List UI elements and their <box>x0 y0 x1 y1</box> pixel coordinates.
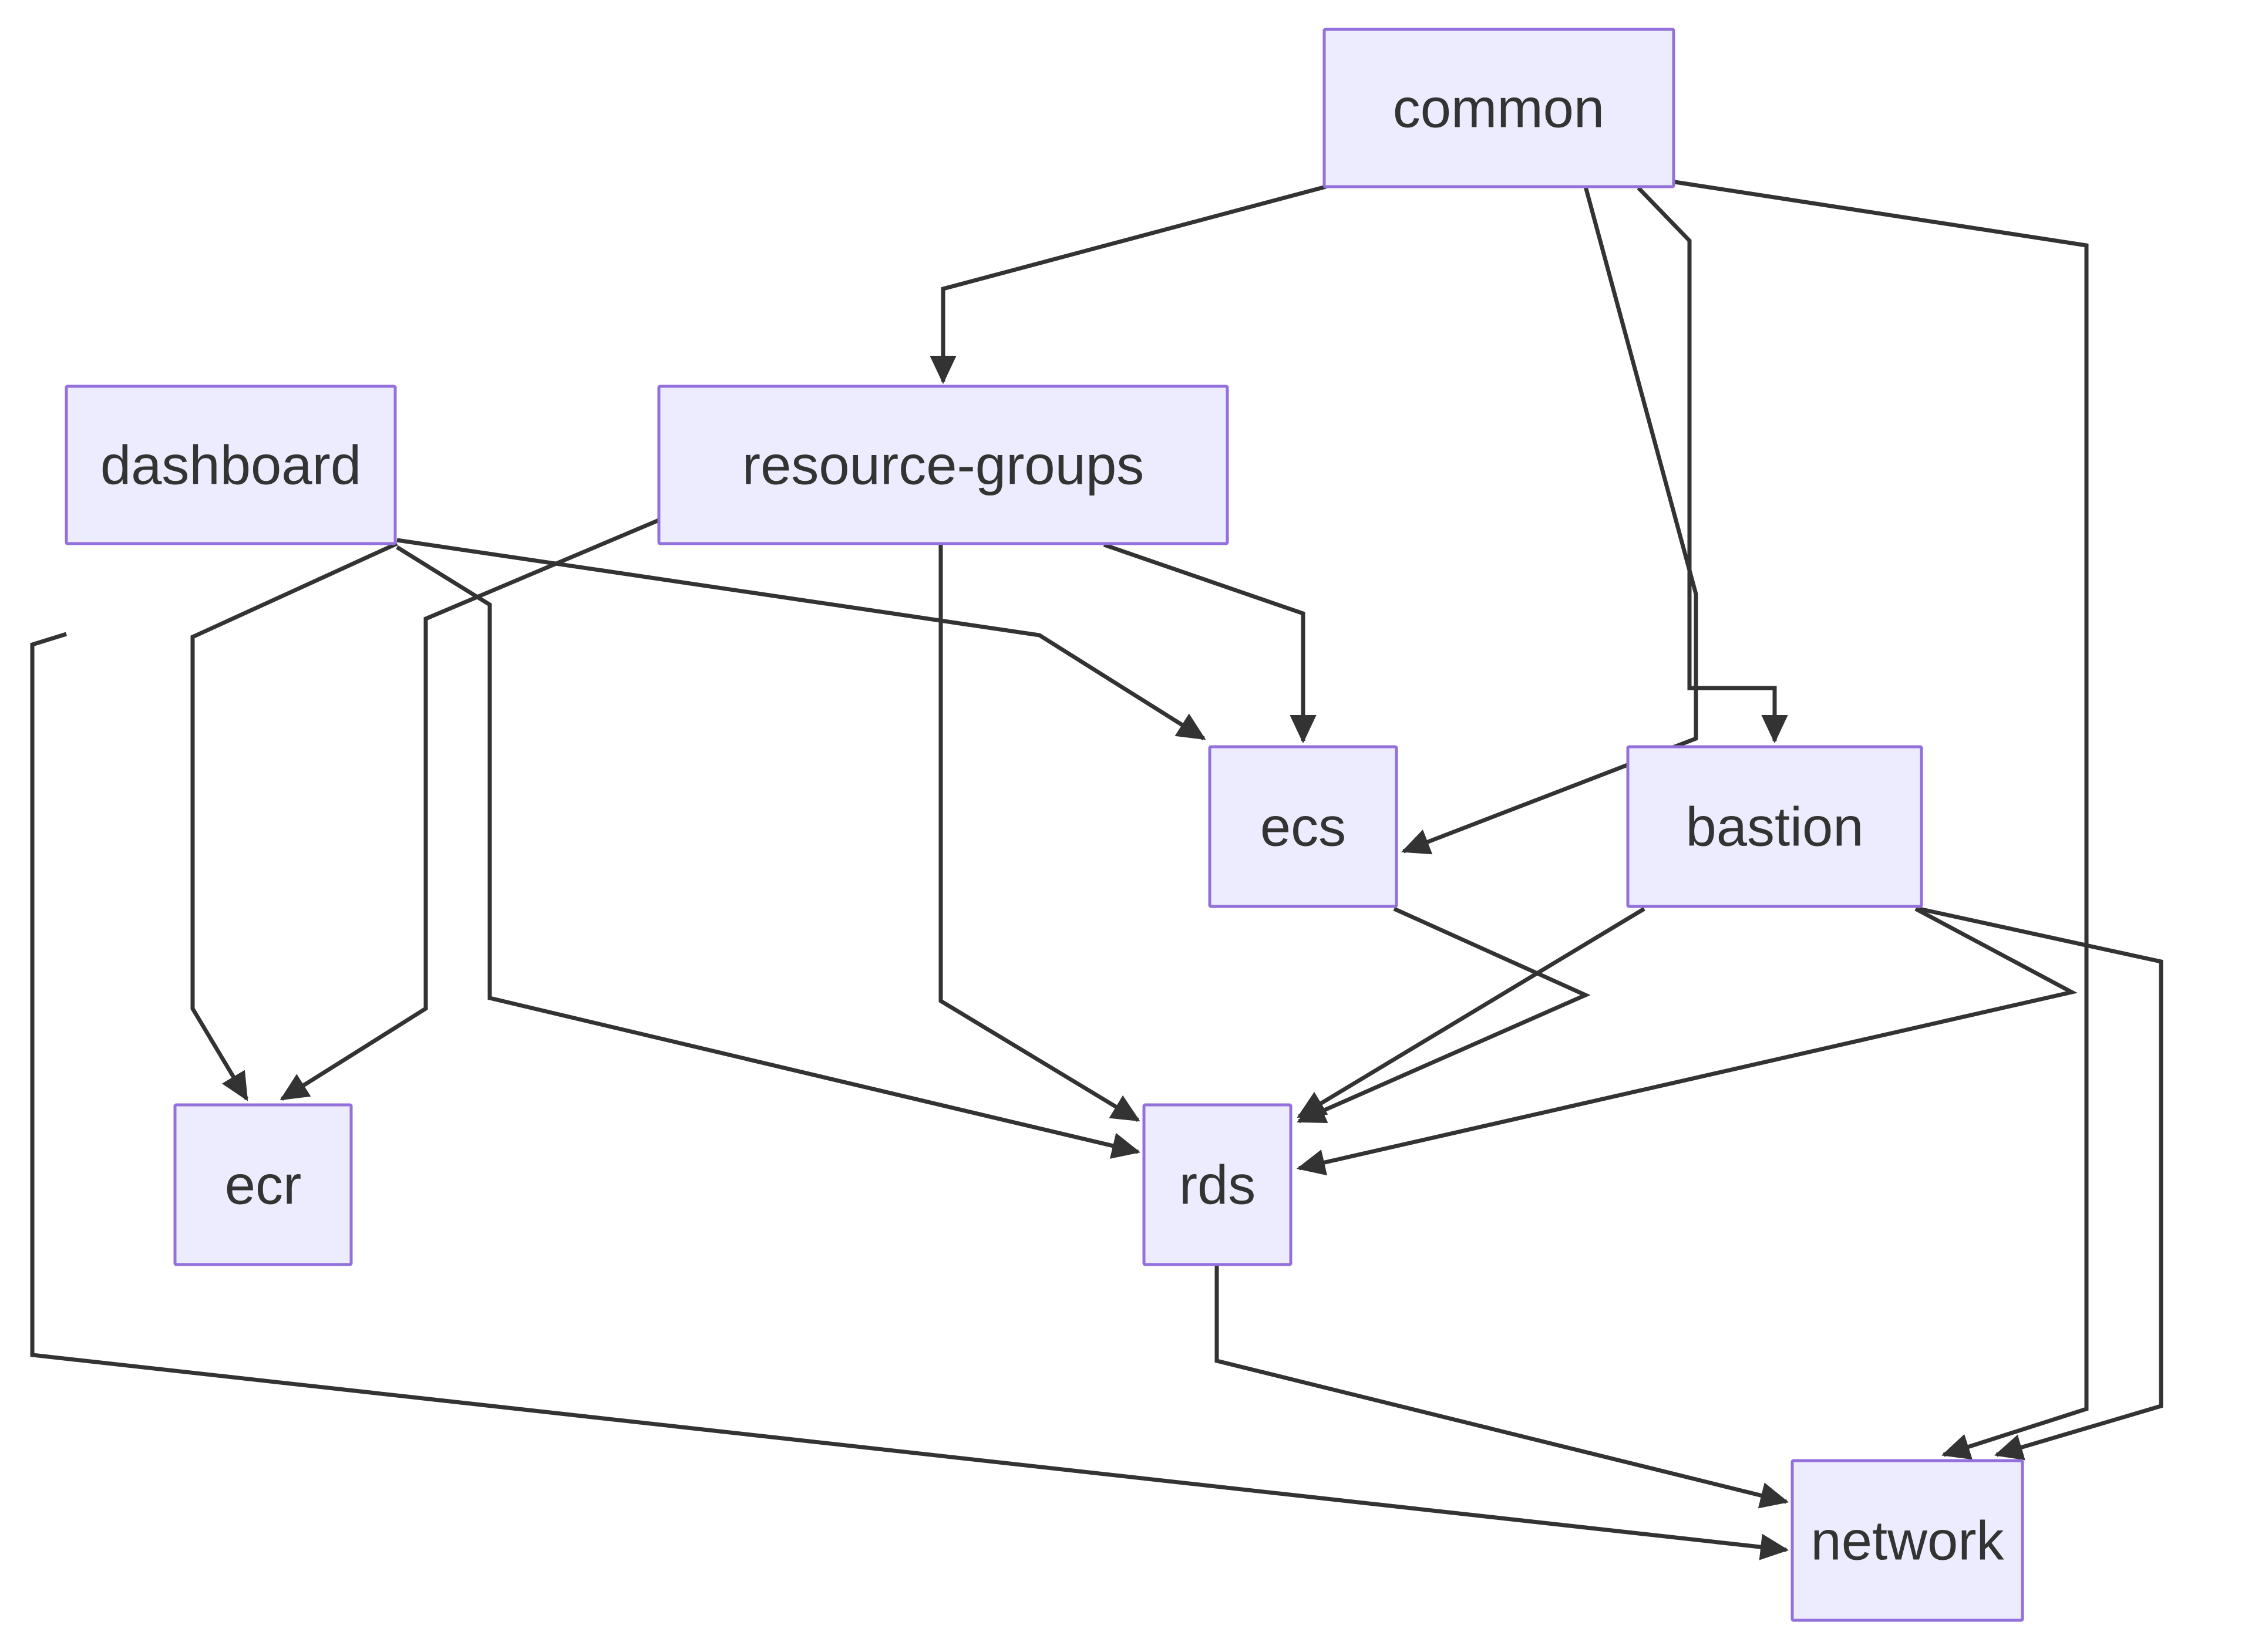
edge-layer <box>30 180 2163 1560</box>
node-ecr[interactable]: ecr <box>173 1103 353 1266</box>
edge-dashboard-to-ecs[interactable] <box>396 538 1206 740</box>
edge-common-to-resource-groups[interactable] <box>930 184 1327 385</box>
node-dashboard-box[interactable] <box>65 385 397 545</box>
edge-rds-to-network[interactable] <box>1214 1266 1789 1509</box>
node-bastion[interactable]: bastion <box>1626 745 1923 908</box>
node-network-box[interactable] <box>1790 1459 2024 1622</box>
edge-ecs-to-rds[interactable] <box>1297 906 1591 1124</box>
node-dashboard[interactable]: dashboard <box>65 385 397 545</box>
node-resource-groups-box[interactable] <box>657 385 1229 545</box>
edge-resource-groups-to-ecs[interactable] <box>1103 542 1317 744</box>
node-resource-groups[interactable]: resource-groups <box>657 385 1229 545</box>
edge-resource-groups-to-ecr[interactable] <box>280 518 660 1101</box>
edge-resource-groups-to-rds[interactable] <box>938 545 1140 1122</box>
edge-bastion-to-network[interactable] <box>1919 906 2163 1461</box>
node-network[interactable]: network <box>1790 1459 2024 1622</box>
edge-dashboard-to-ecr[interactable] <box>190 541 398 1101</box>
edge-common-to-ecs[interactable] <box>1401 186 1698 855</box>
edge-bastion-to-rds[interactable] <box>1297 907 1645 1118</box>
node-layer: common dashboard resource-groups ecs bas… <box>65 28 2024 1622</box>
node-common-box[interactable] <box>1322 28 1675 188</box>
edge-dashboard-to-network[interactable] <box>30 632 1789 1560</box>
node-ecs[interactable]: ecs <box>1208 745 1398 908</box>
node-bastion-box[interactable] <box>1626 745 1923 908</box>
node-common[interactable]: common <box>1322 28 1675 188</box>
node-ecr-box[interactable] <box>173 1103 353 1266</box>
edge-common-to-network[interactable] <box>1674 180 2089 1460</box>
edge-dashboard-to-rds[interactable] <box>396 545 1141 1159</box>
node-rds[interactable]: rds <box>1142 1103 1293 1266</box>
node-rds-box[interactable] <box>1142 1103 1293 1266</box>
edge-ecs-loop-to-rds[interactable] <box>1296 906 2078 1176</box>
edge-common-to-bastion[interactable] <box>1637 186 1788 744</box>
node-ecs-box[interactable] <box>1208 745 1398 908</box>
